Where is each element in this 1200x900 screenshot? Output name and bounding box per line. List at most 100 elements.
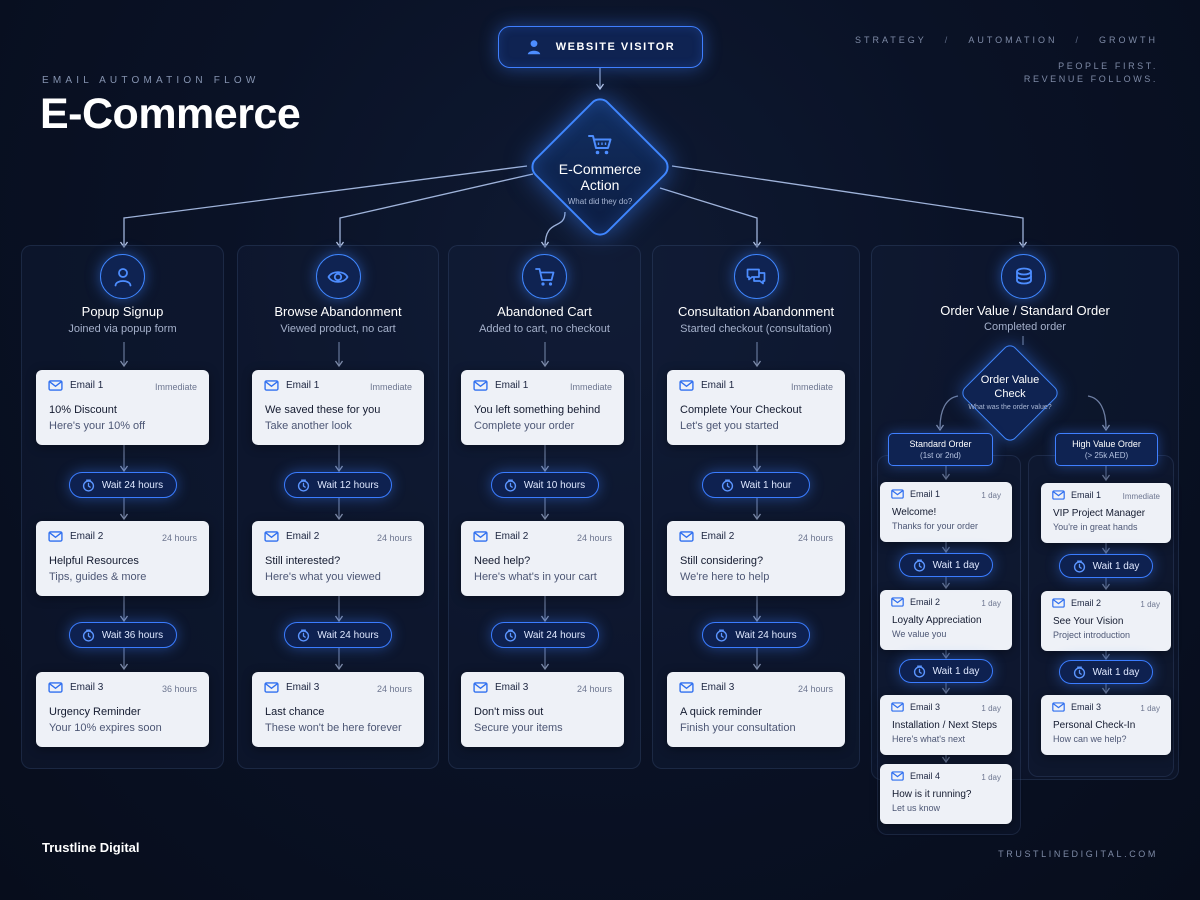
arrowhead xyxy=(941,582,951,590)
mail-icon xyxy=(48,531,63,542)
coins-icon xyxy=(1015,267,1032,284)
ecommerce-action-decision: E-Commerce Action What did they do? xyxy=(526,93,674,241)
email-preview: Your 10% expires soon xyxy=(49,722,162,734)
email-label: Email 3 xyxy=(70,682,104,693)
email-subject: Urgency Reminder xyxy=(49,706,141,718)
email-timing: 1 day xyxy=(981,599,1001,608)
arrowhead xyxy=(540,663,550,671)
email-header: Email 3 xyxy=(679,682,734,693)
tag-separator: / xyxy=(1075,35,1081,45)
mail-icon xyxy=(1052,490,1065,500)
arrowhead xyxy=(595,83,605,91)
clock-icon xyxy=(1073,559,1085,573)
column-icon-circle xyxy=(100,254,145,299)
mail-icon xyxy=(473,682,488,693)
tag-separator: / xyxy=(944,35,951,45)
arrowhead xyxy=(119,465,129,473)
tag-strategy: STRATEGY xyxy=(854,35,927,45)
email-label: Email 2 xyxy=(286,531,320,542)
email-preview: Tips, guides & more xyxy=(49,571,147,583)
arrowhead xyxy=(941,473,951,481)
arrowhead xyxy=(1101,424,1111,432)
branch-connector xyxy=(939,395,959,429)
email-timing: 24 hours xyxy=(376,684,412,694)
email-header: Email 3 xyxy=(264,682,319,693)
mail-icon xyxy=(473,531,488,542)
wait-label: Wait 1 day xyxy=(932,559,980,571)
email-preview: Secure your items xyxy=(474,722,563,734)
email-timing: 24 hours xyxy=(576,684,612,694)
standard-order-branch: Standard Order (1st or 2nd) xyxy=(888,433,993,466)
arrowhead xyxy=(334,465,344,473)
email-label: Email 1 xyxy=(286,380,320,391)
arrowhead xyxy=(941,652,951,660)
wait-label: Wait 10 hours xyxy=(523,479,586,491)
email-subject: See Your Vision xyxy=(1053,616,1124,627)
clock-icon xyxy=(1073,665,1085,679)
email-subject: You left something behind xyxy=(474,404,601,416)
wait-label: Wait 24 hours xyxy=(101,479,164,491)
email-label: Email 3 xyxy=(701,682,735,693)
wait-pill: Wait 1 day xyxy=(1059,554,1153,578)
arrowhead xyxy=(334,513,344,521)
wait-pill: Wait 36 hours xyxy=(68,622,177,648)
clock-icon xyxy=(82,628,94,642)
tag-growth: GROWTH xyxy=(1099,35,1158,45)
email-timing: 36 hours xyxy=(161,684,197,694)
email-preview: These won't be here forever xyxy=(265,722,402,734)
email-timing: 1 day xyxy=(1140,600,1160,609)
wait-label: Wait 36 hours xyxy=(101,629,164,641)
wait-label: Wait 1 day xyxy=(932,665,980,677)
column-subtitle: Added to cart, no checkout xyxy=(479,323,610,335)
decision-title-line-1: E-Commerce xyxy=(558,161,642,177)
email-label: Email 1 xyxy=(70,380,104,391)
email-preview: Complete your order xyxy=(474,420,575,432)
email-label: Email 2 xyxy=(1071,598,1102,608)
cart-icon xyxy=(534,267,554,286)
email-header: Email 2 xyxy=(679,531,734,542)
email-label: Email 2 xyxy=(70,531,104,542)
clock-icon xyxy=(716,628,728,642)
order-value-check-text: Order Value Check What was the order val… xyxy=(944,373,1076,411)
email-preview: Project introduction xyxy=(1053,630,1131,640)
website-url[interactable]: TRUSTLINEDIGITAL.COM xyxy=(998,849,1158,859)
arrowhead xyxy=(334,360,344,368)
arrowhead xyxy=(119,663,129,671)
arrowhead xyxy=(540,360,550,368)
clock-icon xyxy=(298,628,310,642)
wait-pill: Wait 24 hours xyxy=(702,622,810,648)
email-label: Email 1 xyxy=(1071,490,1102,500)
wait-pill: Wait 10 hours xyxy=(490,472,599,498)
email-preview: Here's your 10% off xyxy=(49,420,146,432)
arrowhead xyxy=(1101,547,1111,555)
arrowhead xyxy=(334,663,344,671)
column-icon-circle xyxy=(315,254,361,299)
arrowhead xyxy=(540,241,550,249)
high-value-order-branch: High Value Order (> 25k AED) xyxy=(1055,433,1158,466)
email-label: Email 3 xyxy=(495,682,529,693)
arrowhead xyxy=(119,615,129,623)
email-preview: Let's get you started xyxy=(680,420,779,432)
wait-pill: Wait 1 day xyxy=(899,553,993,577)
user-icon xyxy=(114,267,131,286)
